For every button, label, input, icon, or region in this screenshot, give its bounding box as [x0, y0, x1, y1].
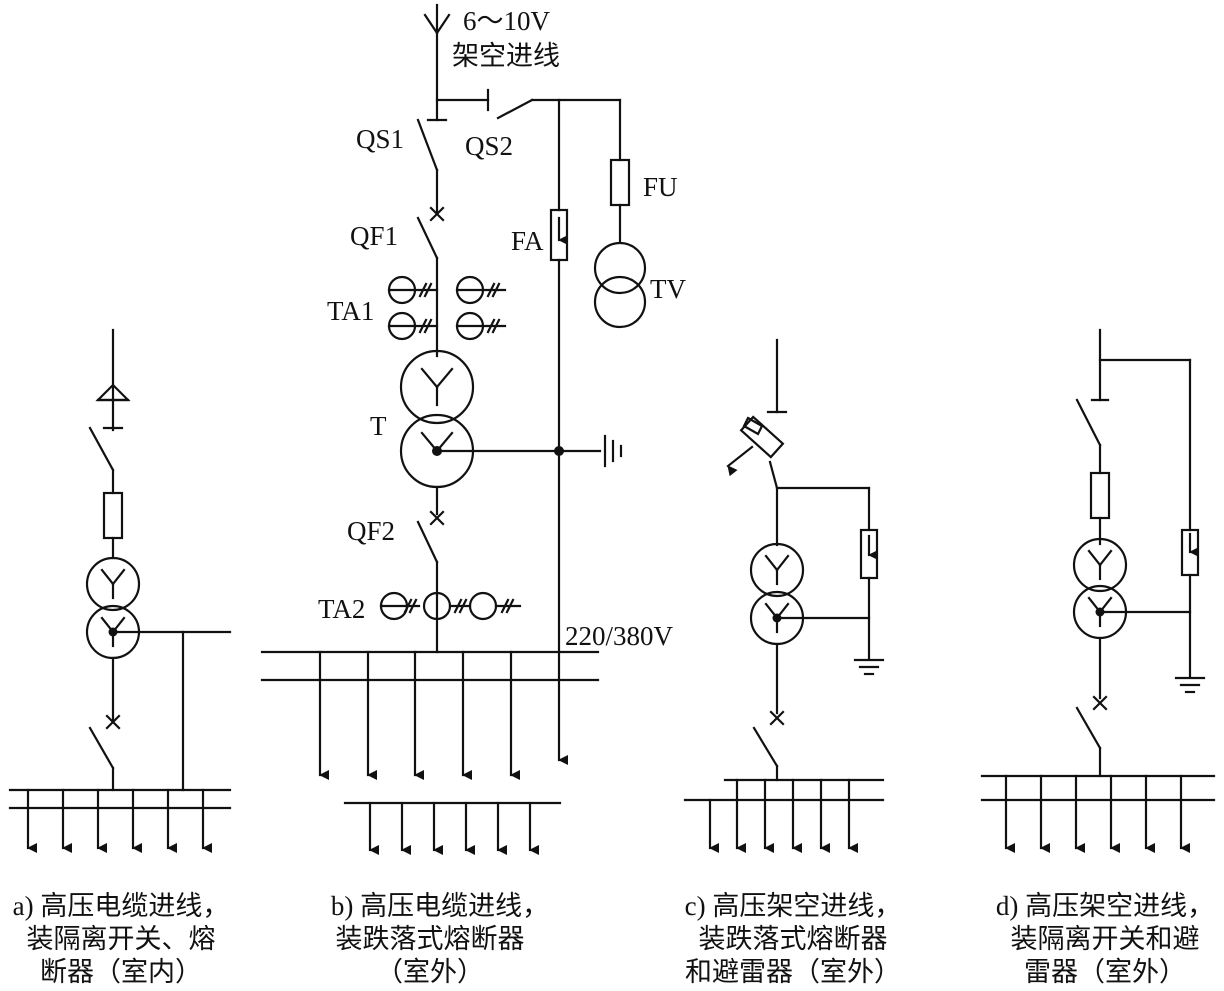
qs2-label: QS2 [465, 131, 513, 161]
caption-b: b) 高压电缆进线， 装跌落式熔断器 （室外） [331, 891, 549, 987]
incoming-voltage-label: 6～10V [463, 6, 550, 36]
caption-d: d) 高压架空进线， 装隔离开关和避 雷器（室外） [996, 891, 1214, 987]
transformer-icon [1072, 537, 1128, 640]
feeder-arrows [708, 778, 858, 853]
caption-c-line-2: 装跌落式熔断器 [699, 924, 888, 954]
feeder-arrows [1004, 774, 1190, 853]
caption-a-line-3: 断器（室内） [40, 957, 202, 987]
transformer-label: T [370, 411, 387, 441]
voltage-transformer-icon [593, 241, 647, 329]
diagram-a [8, 328, 232, 853]
caption-b-line-3: （室外） [376, 957, 484, 987]
caption-c-line-1: c) 高压架空进线， [685, 891, 902, 921]
current-transformer-icon [379, 591, 522, 621]
diagram-c [683, 338, 885, 853]
breaker-contact-icon [1092, 695, 1108, 711]
caption-b-line-2: 装跌落式熔断器 [336, 924, 525, 954]
qs1-label: QS1 [356, 124, 404, 154]
feeder-arrows [368, 801, 539, 855]
fuse-icon [102, 491, 124, 540]
caption-c: c) 高压架空进线， 装跌落式熔断器 和避雷器（室外） [685, 891, 902, 987]
caption-c-line-3: 和避雷器（室外） [685, 957, 901, 987]
low-voltage-label: 220/380V [565, 621, 674, 651]
ground-icon [1174, 676, 1206, 694]
ta2-label: TA2 [318, 594, 365, 624]
transformer-icon [85, 556, 141, 660]
feeder-arrows [318, 650, 520, 780]
breaker-contact-icon [429, 510, 445, 526]
caption-d-line-1: d) 高压架空进线， [996, 891, 1214, 921]
incoming-desc-label: 架空进线 [452, 41, 560, 71]
caption-b-line-1: b) 高压电缆进线， [331, 891, 549, 921]
breaker-contact-icon [429, 206, 445, 222]
ground-icon [853, 658, 885, 676]
qf1-label: QF1 [350, 221, 398, 251]
current-transformer-icon [387, 275, 507, 341]
transformer-icon [399, 349, 475, 489]
fu-label: FU [643, 172, 678, 202]
dropout-fuse-icon [726, 415, 785, 477]
breaker-contact-icon [769, 710, 785, 726]
tv-label: TV [650, 274, 686, 304]
diagram-b: 6～10V 架空进线 QS2 QS1 QF1 [260, 3, 686, 855]
caption-d-line-2: 装隔离开关和避 [1011, 924, 1200, 954]
fuse-icon [609, 158, 631, 207]
fuse-icon [1089, 471, 1111, 520]
caption-a: a) 高压电缆进线， 装隔离开关、熔 断器（室内） [13, 891, 230, 987]
caption-a-line-1: a) 高压电缆进线， [13, 891, 230, 921]
fa-label: FA [511, 226, 544, 256]
ta1-label: TA1 [327, 296, 374, 326]
caption-a-line-2: 装隔离开关、熔 [27, 924, 216, 954]
overhead-line-icon [423, 13, 451, 35]
diagram-d [980, 328, 1216, 853]
transformer-icon [749, 542, 805, 646]
feeder-arrows [26, 788, 212, 853]
ground-icon [603, 434, 623, 468]
breaker-contact-icon [105, 714, 121, 730]
cable-termination-icon [95, 383, 131, 430]
qf2-label: QF2 [347, 516, 395, 546]
caption-d-line-3: 雷器（室外） [1024, 957, 1186, 987]
